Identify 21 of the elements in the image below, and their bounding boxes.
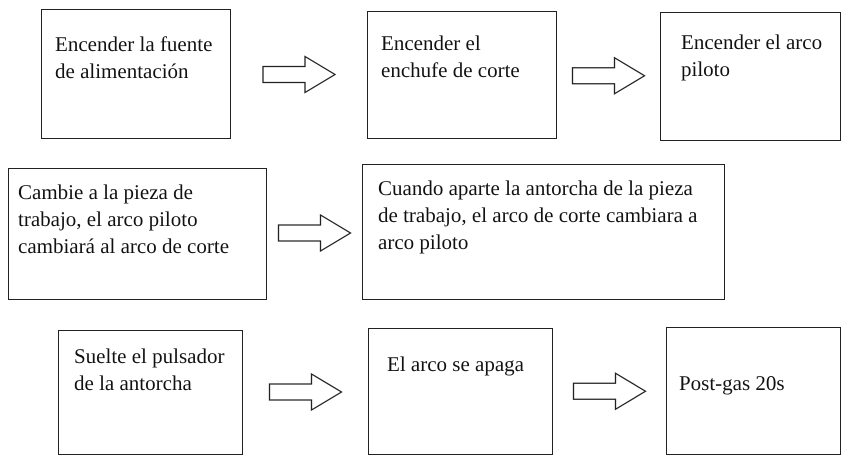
step-text: Encender el enchufe de corte <box>381 30 521 84</box>
process-box <box>660 12 841 141</box>
process-box <box>41 9 231 139</box>
block-arrow <box>262 55 336 94</box>
process-box <box>368 328 553 455</box>
block-arrow <box>572 372 647 410</box>
step-text: El arco se apaga <box>387 351 526 378</box>
step-text: Cuando aparte la antorcha de la pieza de trabajo, el arco de corte cambiara a arco piloto <box>378 175 698 256</box>
block-arrow <box>278 214 352 252</box>
process-box <box>8 168 267 300</box>
block-arrow <box>572 56 646 95</box>
step-text: Post-gas 20s <box>679 370 786 397</box>
step-text: Cambie a la pieza de trabajo, el arco piloto cambiará al arco de corte <box>18 179 230 260</box>
process-box <box>58 330 243 455</box>
process-box <box>362 164 725 300</box>
step-text: Suelte el pulsador de la antorcha <box>74 343 226 397</box>
process-box <box>367 11 557 139</box>
block-arrow <box>268 372 343 412</box>
step-text: Encender el arco piloto <box>681 29 824 83</box>
step-text: Encender la fuente de alimentación <box>55 31 214 85</box>
process-box <box>666 327 841 455</box>
